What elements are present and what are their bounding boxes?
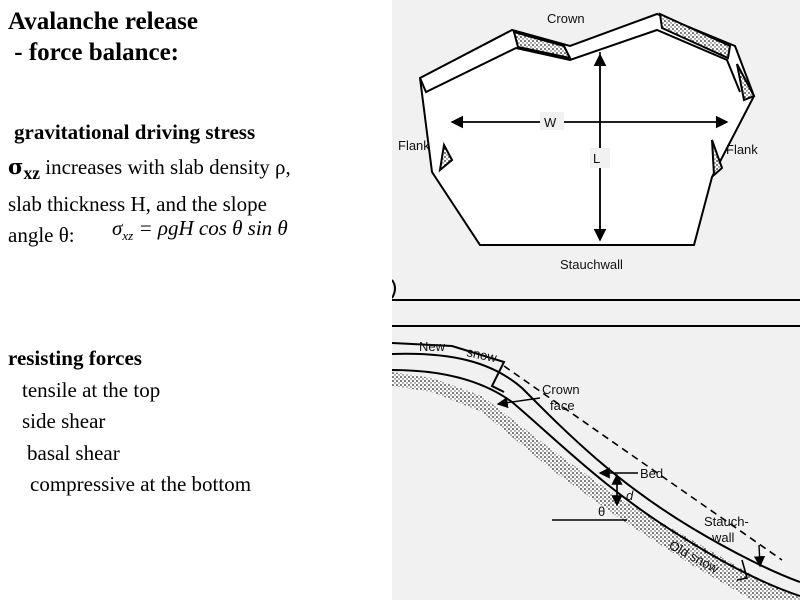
slab-plan-view	[418, 12, 756, 246]
w-label-bg	[540, 112, 564, 130]
new-label: New	[419, 339, 446, 354]
slope-cross-section	[392, 342, 800, 600]
stauchwall-label-2: wall	[711, 530, 735, 545]
driving-line-2: slab thickness H, and the slope	[8, 192, 267, 217]
resisting-item: compressive at the bottom	[30, 472, 252, 496]
angle-label: θ	[598, 504, 605, 519]
crown-face-label-1: Crown	[542, 382, 580, 397]
driving-stress-text: σxz increases with slab density ρ, slab …	[8, 151, 388, 251]
l-label-bg	[590, 148, 610, 168]
title-line-1: Avalanche release	[8, 8, 199, 35]
width-label: W	[544, 115, 557, 130]
slide-title: Avalanche release - force balance:	[8, 6, 198, 68]
driving-line-3: angle θ:	[8, 223, 75, 248]
crown-face-label-2: face	[550, 398, 575, 413]
avalanche-figure: W L Crown Flank Flank Stauchwall New sno…	[392, 0, 800, 600]
title-line-2: - force balance:	[8, 39, 180, 66]
driving-stress-heading: gravitational driving stress	[14, 120, 256, 144]
resisting-heading: resisting forces	[8, 346, 142, 370]
stauchwall-label: Stauchwall	[560, 257, 623, 272]
depth-label: d	[626, 488, 634, 503]
flank-left-label: Flank	[398, 138, 430, 153]
avalanche-diagram: W L Crown Flank Flank Stauchwall New sno…	[392, 11, 800, 600]
driving-line-1: σxz increases with slab density ρ,	[8, 151, 388, 189]
stauchwall-label-1: Stauch-	[704, 514, 749, 529]
sigma-subscript: xz	[23, 163, 41, 184]
formula-lhs: σ	[112, 216, 123, 240]
length-label: L	[593, 151, 600, 166]
resisting-item: tensile at the top	[22, 377, 161, 402]
bed-label: Bed	[640, 466, 663, 481]
sigma-symbol: σ	[8, 154, 24, 179]
flank-right-label: Flank	[726, 142, 758, 157]
resisting-item: side shear	[22, 409, 106, 433]
formula-rhs: = ρgH cos θ sin θ	[133, 216, 288, 240]
resisting-forces: resisting forces tensile at the top side…	[8, 343, 251, 501]
formula-lhs-sub: xz	[122, 228, 134, 244]
resisting-item: basal shear	[27, 440, 120, 465]
snow-label: snow	[465, 344, 498, 365]
page-edge	[392, 279, 396, 299]
crown-label: Crown	[547, 11, 585, 26]
stress-formula: σxz = ρgH cos θ sin θ	[112, 216, 288, 244]
driving-line-1-rest: increases with slab density ρ,	[40, 155, 291, 179]
